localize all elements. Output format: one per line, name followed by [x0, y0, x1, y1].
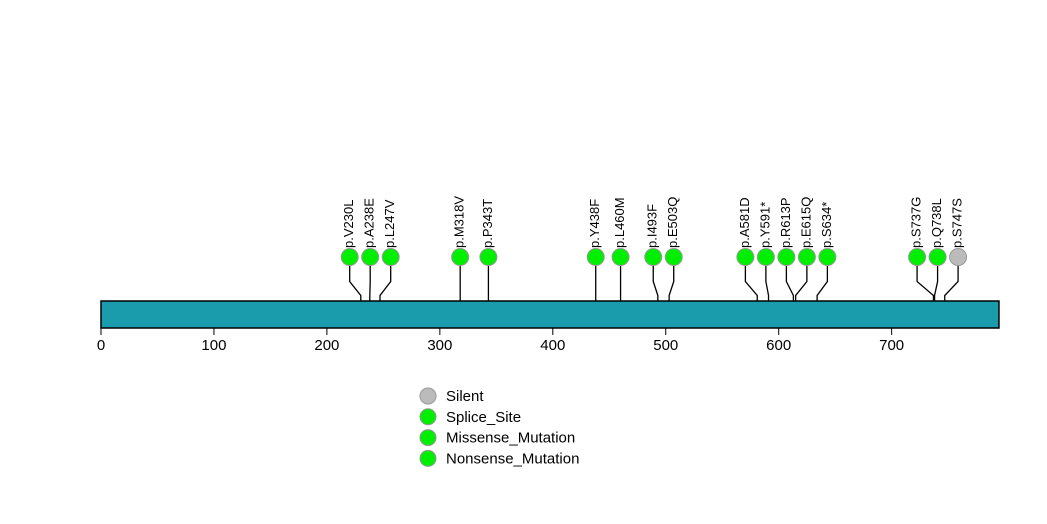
lollipop-marker[interactable] [479, 248, 498, 266]
x-axis-tick-label: 700 [879, 337, 904, 354]
mutation-label: p.S737G [909, 197, 924, 248]
lollipop-marker[interactable] [586, 248, 605, 266]
x-axis-tick-label: 600 [766, 337, 791, 354]
lollipop-marker[interactable] [736, 248, 755, 266]
mutation-label: p.A581D [737, 197, 752, 248]
lollipop-marker[interactable] [949, 248, 968, 266]
legend-swatch [419, 429, 437, 447]
legend-swatch [419, 408, 437, 426]
x-axis-tick-label: 400 [540, 337, 565, 354]
mutation-label: p.A238E [362, 198, 377, 248]
mutation-label: p.Y591* [757, 202, 772, 248]
lollipop-marker[interactable] [451, 248, 470, 266]
mutation-label: p.L460M [612, 197, 627, 248]
mutation-label: p.E503Q [665, 197, 680, 248]
x-axis-tick-label: 200 [314, 337, 339, 354]
lollipop-marker[interactable] [797, 248, 816, 266]
mutation-label: p.L247V [382, 199, 397, 248]
legend-label: Splice_Site [446, 409, 521, 426]
mutation-label: p.Y438F [587, 199, 602, 248]
lollipop-markers-layer [340, 248, 968, 266]
legend-label: Nonsense_Mutation [446, 450, 579, 467]
lollipop-marker[interactable] [611, 248, 630, 266]
x-axis-tick-label: 500 [653, 337, 678, 354]
legend-label: Silent [446, 388, 484, 405]
x-axis-layer: 0 100 200 300 400 500 600 700 [97, 327, 999, 354]
lollipop-marker[interactable] [340, 248, 359, 266]
x-axis-tick-label: 300 [427, 337, 452, 354]
lollipop-marker[interactable] [361, 248, 380, 266]
x-axis-tick-label: 100 [201, 337, 226, 354]
lollipop-marker[interactable] [664, 248, 683, 266]
lollipop-marker[interactable] [756, 248, 775, 266]
legend-label: Missense_Mutation [446, 430, 575, 447]
mutation-label: p.E615Q [798, 197, 813, 248]
mutation-labels-layer: p.V230L p.A238E p.L247V p.M318V p.P343T p.Y43… [341, 196, 964, 248]
legend-swatch [419, 449, 437, 467]
mutation-label: p.S634* [819, 202, 834, 248]
lollipop-marker[interactable] [777, 248, 796, 266]
mutation-label: p.P343T [480, 199, 495, 248]
mutation-label: p.Q738L [929, 198, 944, 248]
protein-backbone-layer [100, 300, 1000, 329]
lollipop-marker[interactable] [928, 248, 947, 266]
lollipop-marker[interactable] [908, 248, 927, 266]
mutation-label: p.S747S [950, 198, 965, 248]
protein-backbone-bar [100, 300, 1000, 329]
mutation-label: p.V230L [341, 200, 356, 248]
lollipop-marker[interactable] [818, 248, 837, 266]
legend-swatch [419, 387, 437, 405]
legend: SilentSplice_SiteMissense_MutationNonsen… [419, 387, 579, 467]
lollipop-marker[interactable] [644, 248, 663, 266]
mutation-label: p.R613P [778, 197, 793, 248]
mutation-label: p.M318V [452, 196, 467, 248]
x-axis-tick-label: 0 [97, 337, 105, 354]
lollipop-marker[interactable] [381, 248, 400, 266]
mutation-label: p.I493F [645, 204, 660, 248]
